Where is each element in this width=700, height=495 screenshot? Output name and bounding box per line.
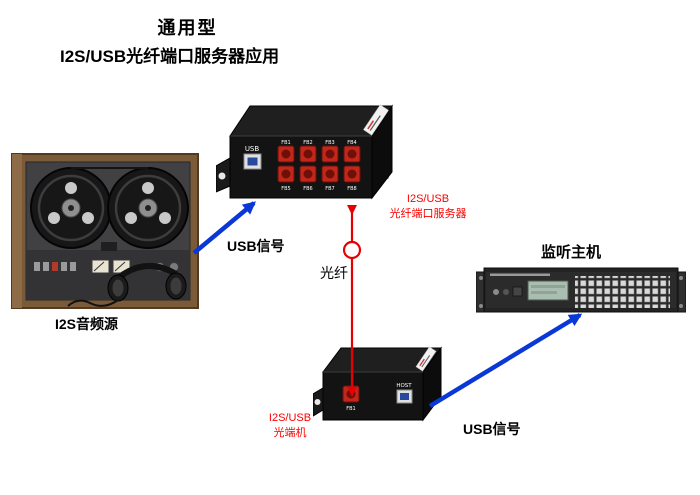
lcd-line [531, 285, 565, 288]
fiber-server-caption-line2: 光纤端口服务器 [389, 208, 467, 220]
faceplate-text-strip [490, 273, 550, 276]
page-title: 通用型 I2S/USB光纤端口服务器应用 [60, 14, 315, 67]
mounting-ear-left [216, 157, 231, 193]
headphones [67, 262, 187, 307]
button-grid [575, 276, 670, 308]
fiber-port-label: FB6 [303, 186, 313, 192]
fiber-port-label: FB1 [281, 140, 291, 146]
lcd-display [527, 280, 569, 301]
usb-port-label: USB [245, 145, 260, 153]
optical-terminal-device: FB1 HOST [313, 346, 442, 422]
recorder-lower-panel [26, 250, 190, 300]
title-line1: 通用型 [157, 18, 218, 38]
wood-cabinet-edge [12, 154, 22, 308]
optical-terminal-caption-line1: I2S/USB [268, 412, 312, 424]
fiber-connectors-row2 [277, 165, 361, 183]
fiber-connectors-row1 [277, 145, 361, 163]
fiber-server-caption-line1: I2S/USB [406, 193, 450, 205]
usb-signal-label-right: USB信号 [463, 421, 521, 437]
fiber-port-label: FB4 [347, 140, 357, 146]
fiber-port-label: FB1 [346, 406, 356, 412]
front-controls [493, 286, 523, 297]
title-line2: I2S/USB光纤端口服务器应用 [60, 47, 280, 66]
fiber-port [342, 385, 360, 403]
tape-reel-left [30, 167, 112, 249]
usb-port [243, 153, 262, 170]
fiber-server-caption: I2S/USB 光纤端口服务器 [378, 192, 478, 222]
headphone-cable [67, 299, 119, 307]
fiber-label: 光纤 [320, 265, 348, 281]
tape-reel-right [107, 167, 189, 249]
tape-head-block [101, 242, 117, 251]
usb-signal-label-left: USB信号 [227, 238, 285, 254]
transport-buttons [34, 262, 76, 271]
host-port-label: HOST [396, 383, 412, 389]
fiber-port-label: FB2 [303, 140, 313, 146]
tape-recorder-illustration [11, 153, 199, 309]
fiber-port-label: FB8 [347, 186, 357, 192]
monitor-host-label: 监听主机 [541, 244, 602, 261]
fiber-server-device: USB FB1 FB2 FB3 FB4 FB5 FB6 FB7 FB8 [216, 104, 393, 200]
fiber-port-label: FB3 [325, 140, 335, 146]
fiber-port-label: FB7 [325, 186, 335, 192]
product-label-sticker [363, 104, 389, 136]
lcd-line [531, 291, 557, 294]
optical-terminal-caption: I2S/USB 光端机 [255, 411, 325, 441]
usb-port [396, 389, 413, 404]
fiber-link-node [342, 240, 362, 260]
optical-terminal-caption-line2: 光端机 [273, 427, 307, 439]
vu-meters [91, 259, 131, 274]
monitor-host-device [476, 267, 686, 313]
fiber-port-label: FB5 [281, 186, 291, 192]
audio-source-label: I2S音频源 [55, 316, 119, 332]
